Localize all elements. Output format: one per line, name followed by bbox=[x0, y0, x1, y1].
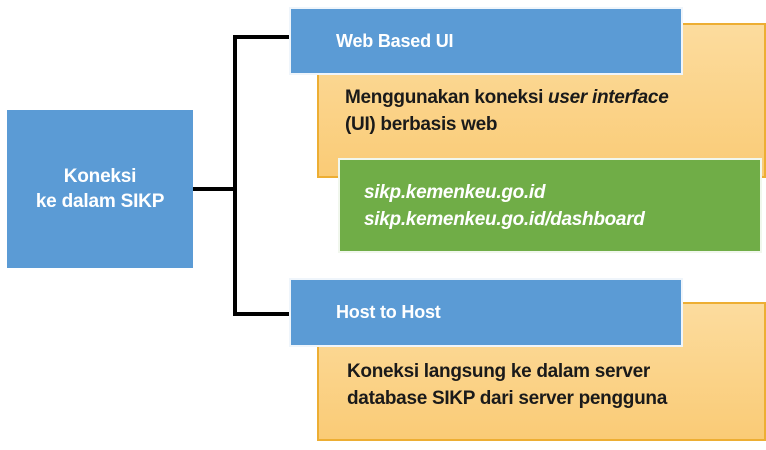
web-based-ui-description-line2: (UI) berbasis web bbox=[345, 114, 498, 135]
root-node-label-line2: ke dalam SIKP bbox=[35, 191, 165, 212]
web-based-ui-description-line1: Menggunakan koneksi user interface bbox=[345, 84, 669, 111]
host-to-host-title-box: Host to Host bbox=[289, 278, 683, 347]
web-based-ui-title-label: Web Based UI bbox=[336, 30, 454, 51]
host-to-host-description-line2: database SIKP dari server pengguna bbox=[347, 388, 667, 409]
connector-branch-top bbox=[233, 35, 289, 39]
sikp-url-box: sikp.kemenkeu.go.id sikp.kemenkeu.go.id/… bbox=[338, 158, 762, 253]
web-based-ui-description-line1-normal: Menggunakan koneksi bbox=[345, 87, 549, 108]
host-to-host-description-line1: Koneksi langsung ke dalam server bbox=[347, 361, 650, 382]
connector-branch-bottom bbox=[233, 312, 289, 316]
sikp-url-line2: sikp.kemenkeu.go.id/dashboard bbox=[364, 208, 645, 230]
web-based-ui-title-box: Web Based UI bbox=[289, 7, 683, 75]
connector-root-stub bbox=[193, 187, 237, 191]
root-node-label-line1: Koneksi bbox=[63, 166, 137, 187]
sikp-url-line1: sikp.kemenkeu.go.id bbox=[364, 181, 546, 203]
connector-vertical-trunk bbox=[233, 35, 237, 316]
web-based-ui-description: Menggunakan koneksi user interface (UI) … bbox=[345, 84, 669, 138]
root-node-koneksi-ke-dalam-sikp: Koneksi ke dalam SIKP bbox=[7, 110, 193, 268]
web-based-ui-description-line1-italic: user interface bbox=[548, 87, 669, 108]
host-to-host-title-label: Host to Host bbox=[336, 302, 441, 322]
host-to-host-description: Koneksi langsung ke dalam server databas… bbox=[347, 358, 667, 412]
